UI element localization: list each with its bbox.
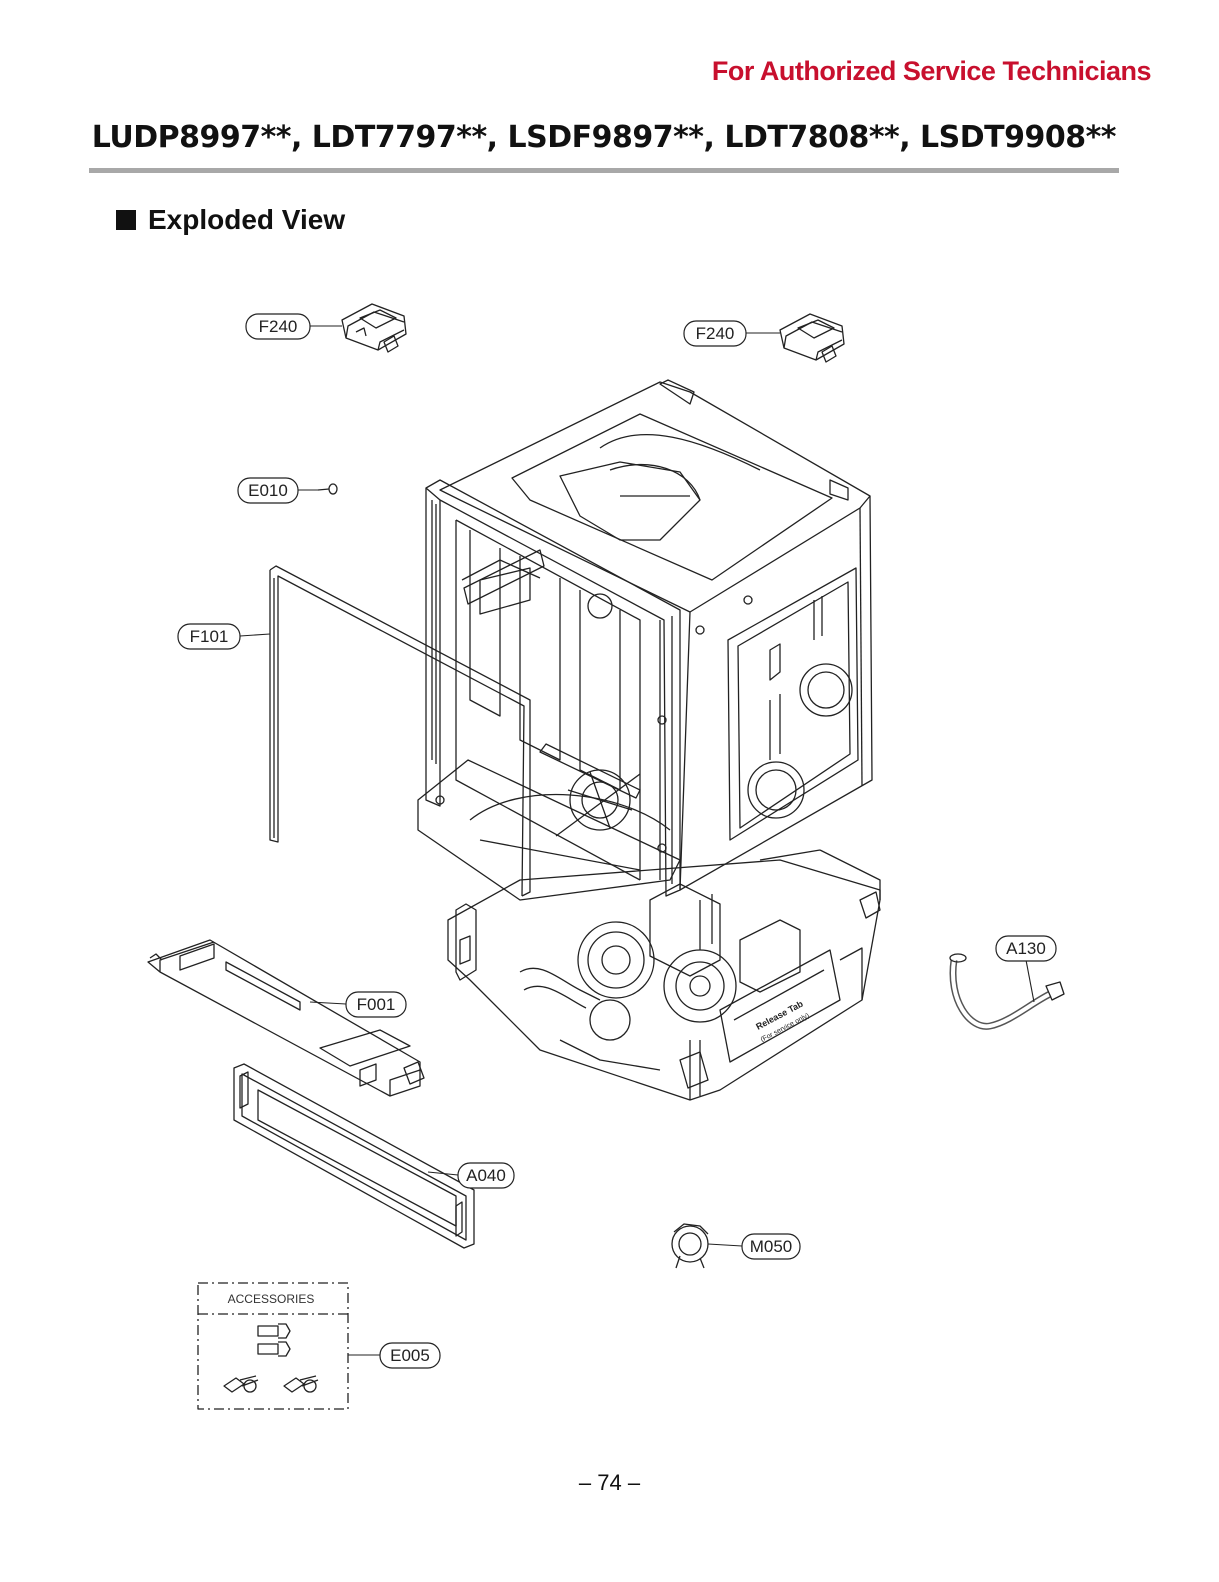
callout-m050: M050 — [750, 1237, 793, 1256]
m050-sensor-part — [672, 1224, 708, 1268]
callout-a040: A040 — [466, 1166, 506, 1185]
f001-bracket-part — [148, 940, 424, 1096]
callout-f101: F101 — [190, 627, 229, 646]
f240-bracket-right-part — [780, 314, 844, 362]
accessories-title: ACCESSORIES — [228, 1292, 315, 1306]
a040-toe-kick-part — [234, 1064, 474, 1248]
callout-a130: A130 — [1006, 939, 1046, 958]
callout-f001: F001 — [357, 995, 396, 1014]
tub-body-part — [418, 380, 872, 900]
leader-lines — [240, 326, 1034, 1355]
callout-f240-right: F240 — [696, 324, 735, 343]
callout-e010: E010 — [248, 481, 288, 500]
page-number: – 74 – — [0, 1470, 1219, 1496]
f240-bracket-left-part — [342, 304, 406, 352]
callout-e005: E005 — [390, 1346, 430, 1365]
callout-f240-left: F240 — [259, 317, 298, 336]
base-sump-assembly-part — [448, 850, 880, 1100]
a130-drain-hose-part — [950, 954, 1064, 1026]
e010-screw-part — [318, 484, 337, 494]
f101-door-gasket-part — [270, 566, 530, 896]
